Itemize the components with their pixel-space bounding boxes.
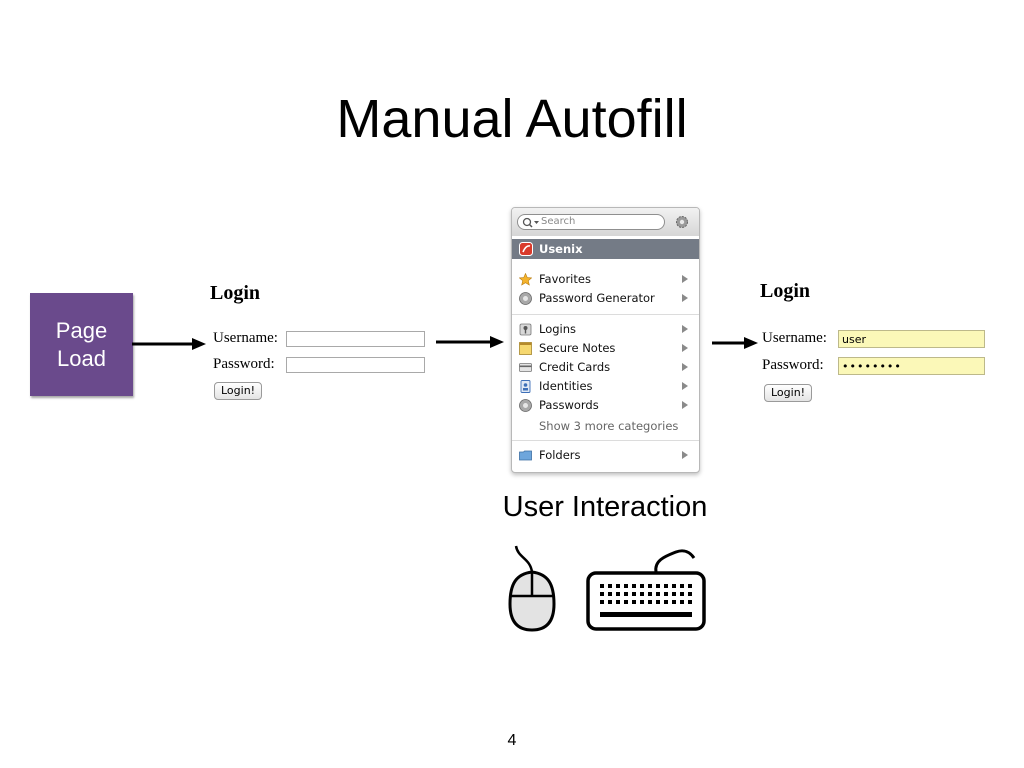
gear-icon bbox=[519, 399, 532, 412]
popup-item-folders[interactable]: Folders bbox=[512, 446, 699, 465]
credit-card-icon bbox=[519, 363, 532, 372]
page-load-line2: Load bbox=[57, 345, 106, 371]
popup-item-label: Identities bbox=[539, 379, 593, 393]
username-field[interactable] bbox=[286, 331, 425, 347]
popup-divider bbox=[512, 314, 699, 315]
login-button[interactable]: Login! bbox=[764, 384, 813, 402]
chevron-right-icon bbox=[682, 451, 688, 459]
folder-icon bbox=[519, 450, 532, 461]
popup-selected-item[interactable]: Usenix bbox=[512, 239, 699, 259]
login-heading: Login bbox=[210, 282, 261, 304]
popup-divider bbox=[512, 440, 699, 441]
slide-title: Manual Autofill bbox=[336, 89, 688, 149]
chevron-right-icon bbox=[682, 294, 688, 302]
popup-item-favorites[interactable]: Favorites bbox=[512, 270, 699, 289]
popup-item-password-generator[interactable]: Password Generator bbox=[512, 289, 699, 308]
show-more-categories-link[interactable]: Show 3 more categories bbox=[539, 419, 679, 433]
gear-icon bbox=[519, 292, 532, 305]
user-interaction-caption: User Interaction bbox=[502, 491, 708, 523]
popup-item-label: Favorites bbox=[539, 272, 591, 286]
page-load-line1: Page bbox=[55, 317, 108, 343]
popup-item-label: Secure Notes bbox=[539, 341, 616, 355]
popup-item-passwords[interactable]: Passwords bbox=[512, 396, 699, 415]
popup-item-label: Credit Cards bbox=[539, 360, 611, 374]
popup-item-secure-notes[interactable]: Secure Notes bbox=[512, 339, 699, 358]
popup-item-credit-cards[interactable]: Credit Cards bbox=[512, 358, 699, 377]
popup-item-label: Logins bbox=[539, 322, 577, 336]
username-label: Username: bbox=[213, 330, 278, 346]
popup-item-label: Folders bbox=[539, 448, 581, 462]
arrow-right-icon bbox=[712, 337, 758, 349]
popup-item-label: Password Generator bbox=[539, 291, 655, 305]
search-input[interactable]: Search bbox=[517, 214, 665, 230]
chevron-right-icon bbox=[682, 344, 688, 352]
chevron-right-icon bbox=[682, 363, 688, 371]
key-icon bbox=[519, 323, 532, 336]
star-icon bbox=[519, 273, 532, 286]
keyboard-icon bbox=[586, 549, 706, 631]
arrow-right-icon bbox=[436, 336, 504, 348]
mouse-icon bbox=[508, 545, 556, 632]
password-field[interactable] bbox=[286, 357, 425, 373]
search-placeholder: Search bbox=[541, 216, 576, 227]
popup-item-logins[interactable]: Logins bbox=[512, 320, 699, 339]
page-number: 4 bbox=[507, 732, 517, 749]
password-label: Password: bbox=[762, 357, 824, 373]
password-field-filled[interactable]: •••••••• bbox=[838, 357, 985, 375]
login-button[interactable]: Login! bbox=[214, 382, 263, 400]
password-manager-popup: Search Usenix Favorites Password Generat… bbox=[511, 207, 700, 473]
usenix-logo-icon bbox=[519, 242, 533, 256]
gear-icon[interactable] bbox=[674, 214, 690, 230]
arrow-right-icon bbox=[132, 338, 206, 350]
chevron-right-icon bbox=[682, 275, 688, 283]
selected-label: Usenix bbox=[539, 242, 583, 256]
popup-toolbar: Search bbox=[512, 208, 699, 236]
username-label: Username: bbox=[762, 330, 827, 346]
login-heading: Login bbox=[760, 280, 811, 302]
chevron-right-icon bbox=[682, 325, 688, 333]
search-icon bbox=[522, 217, 539, 228]
popup-item-label: Passwords bbox=[539, 398, 599, 412]
chevron-right-icon bbox=[682, 401, 688, 409]
popup-item-identities[interactable]: Identities bbox=[512, 377, 699, 396]
notepad-icon bbox=[519, 342, 532, 355]
chevron-right-icon bbox=[682, 382, 688, 390]
password-label: Password: bbox=[213, 356, 275, 372]
page-load-box: Page Load bbox=[30, 293, 133, 396]
username-field-filled[interactable]: user bbox=[838, 330, 985, 348]
id-card-icon bbox=[520, 380, 531, 393]
